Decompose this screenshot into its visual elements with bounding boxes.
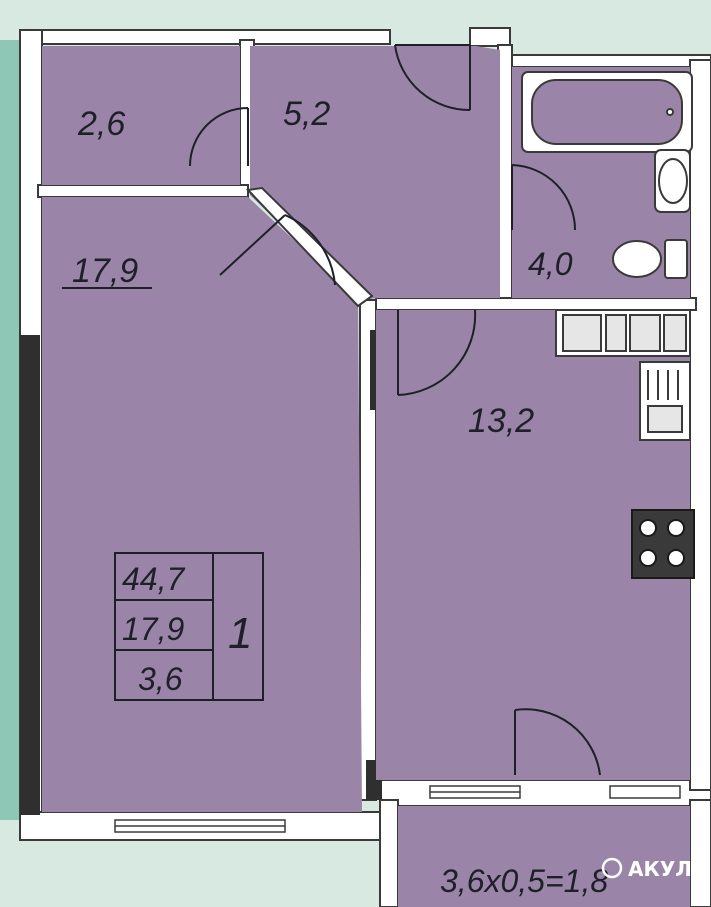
watermark-logo-icon [601, 857, 623, 879]
sink-icon [654, 149, 691, 213]
living-area-label: 17,9 [122, 611, 184, 647]
bedroom-room [42, 197, 362, 812]
watermark-text: АКУЛА [628, 857, 708, 881]
kitchen-counter-icon [555, 309, 691, 357]
neighbor-wall-strip [0, 40, 20, 820]
room-count-label: 1 [228, 609, 252, 658]
kitchen-area-label: 13,2 [468, 402, 534, 440]
hallway-area-label: 5,2 [283, 95, 330, 133]
doors [189, 44, 601, 776]
diagonal-wall [245, 186, 374, 308]
bathtub-icon [521, 71, 693, 153]
summary-table [114, 552, 264, 701]
bathroom-area-label: 4,0 [528, 246, 573, 282]
stove-icon [631, 509, 695, 579]
door-storage [189, 107, 249, 167]
windows [114, 785, 681, 833]
balcony-room [398, 806, 690, 907]
door-bathroom [511, 164, 576, 231]
window-balcony [609, 785, 681, 799]
balcony-total-label: 3,6 [138, 661, 183, 697]
storage-area-label: 2,6 [77, 105, 125, 143]
door-kitchen [397, 309, 477, 396]
door-entry [394, 44, 471, 112]
balcony-area-label: 3,6x0,5=1,8 [440, 863, 608, 899]
kitchen-sink-icon [639, 361, 691, 441]
column-left [20, 335, 40, 815]
door-balcony [514, 708, 601, 776]
total-area-label: 44,7 [122, 561, 185, 597]
toilet-icon [612, 239, 688, 279]
watermark: АКУЛА [601, 857, 708, 881]
rooms [42, 46, 690, 907]
bedroom-area-label: 17,9 [72, 252, 138, 290]
storage-room [42, 46, 240, 185]
door-bedroom [219, 214, 336, 286]
